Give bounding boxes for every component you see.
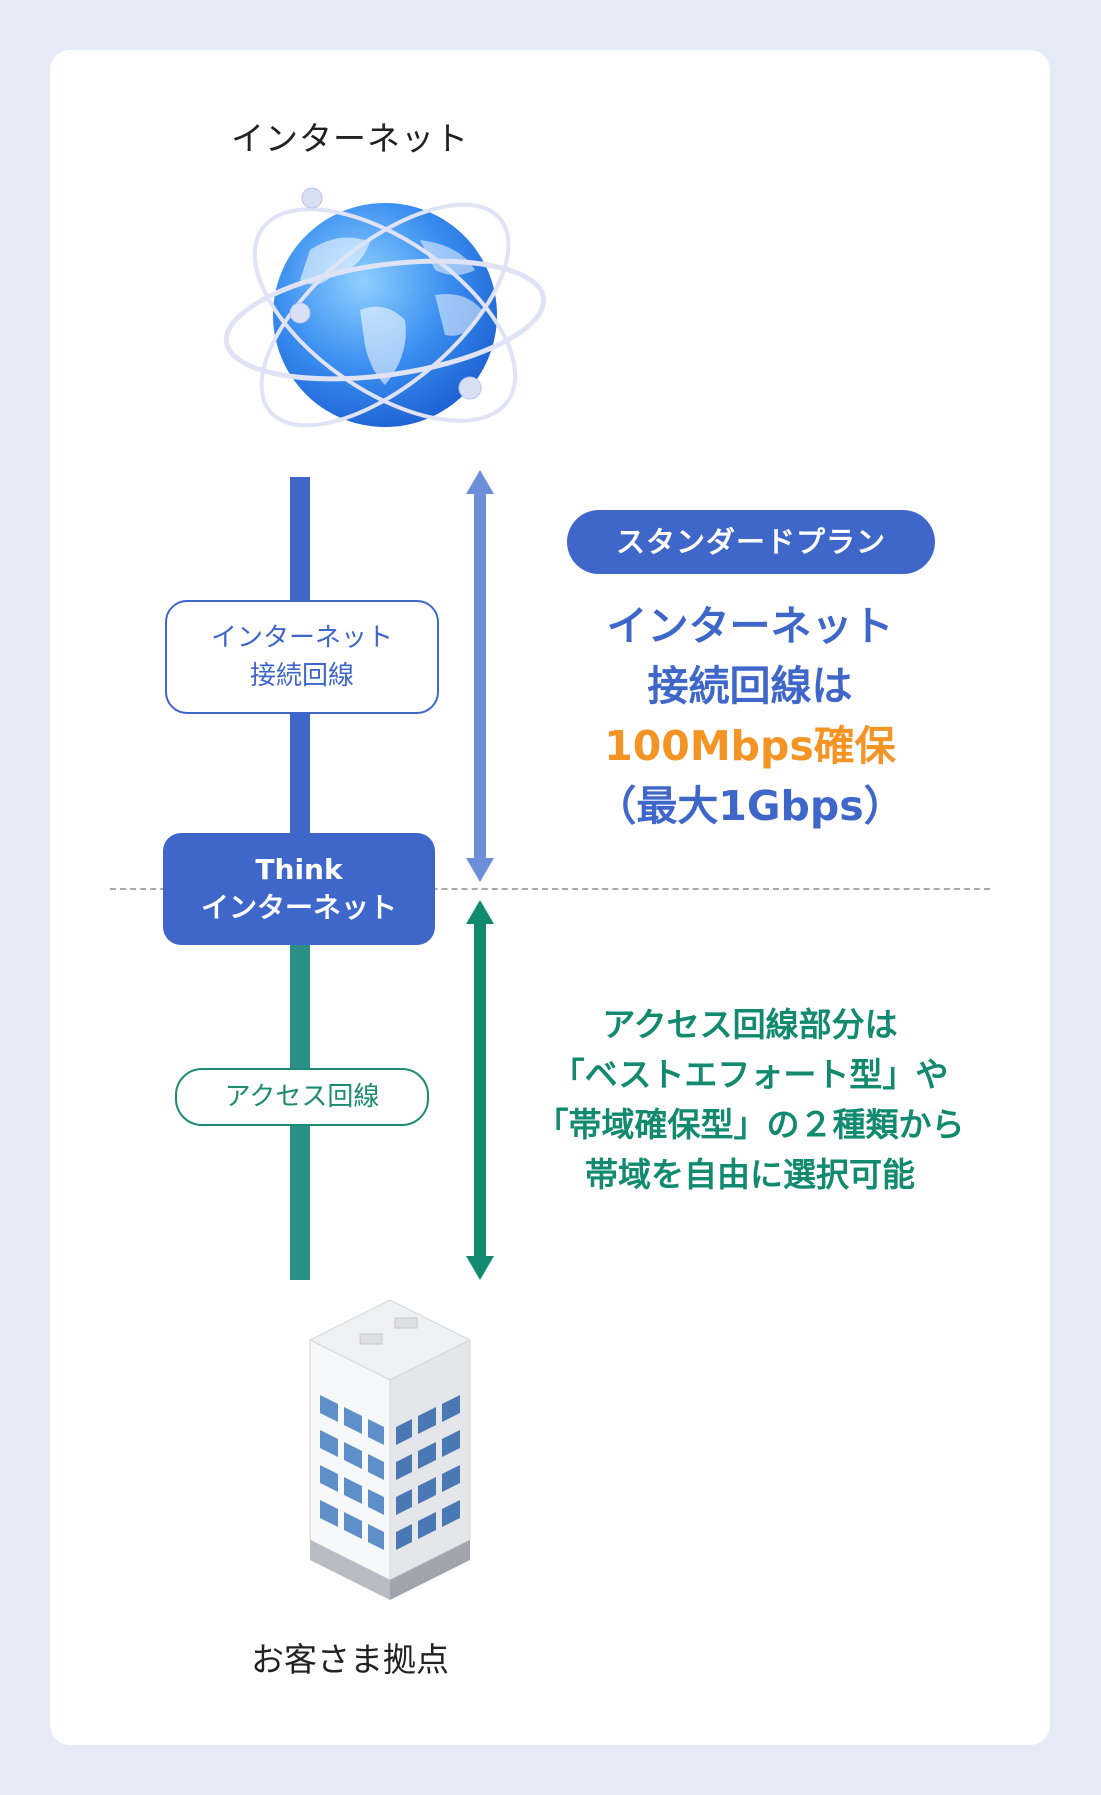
- globe-icon: [223, 187, 547, 428]
- standard-plan-badge: スタンダードプラン: [567, 510, 935, 574]
- access-line1: アクセス回線部分は: [602, 1005, 898, 1044]
- standard-line1: インターネット: [606, 602, 894, 650]
- access-line3: 「帯域確保型」の２種類から: [535, 1105, 965, 1144]
- boundary-divider: [110, 888, 990, 890]
- standard-max: （最大1Gbps）: [595, 782, 905, 830]
- think-internet-label: インターネット: [200, 891, 397, 924]
- customer-site-label: お客さま拠点: [251, 1640, 449, 1679]
- think-internet-box: Think インターネット: [163, 833, 435, 945]
- green-double-arrow: [466, 900, 494, 1280]
- standard-line2: 接続回線は: [647, 662, 853, 710]
- standard-bandwidth: 100Mbps確保: [604, 722, 896, 770]
- blue-double-arrow: [466, 470, 494, 882]
- internet-connection-line1: インターネット: [210, 623, 393, 653]
- standard-plan-description: インターネット 接続回線は 100Mbps確保 （最大1Gbps）: [560, 596, 940, 836]
- building-icon: [308, 1300, 472, 1600]
- access-line4: 帯域を自由に選択可能: [585, 1155, 915, 1194]
- access-description: アクセス回線部分は 「ベストエフォート型」や 「帯域確保型」の２種類から 帯域を…: [510, 1000, 990, 1200]
- internet-connection-box: インターネット 接続回線: [165, 600, 439, 714]
- access-line-box: アクセス回線: [175, 1068, 429, 1126]
- access-line2: 「ベストエフォート型」や: [551, 1055, 949, 1094]
- internet-connection-line2: 接続回線: [249, 661, 354, 691]
- internet-label: インターネット: [231, 119, 469, 158]
- think-label: Think: [255, 853, 343, 886]
- range-arrows: [466, 470, 494, 1280]
